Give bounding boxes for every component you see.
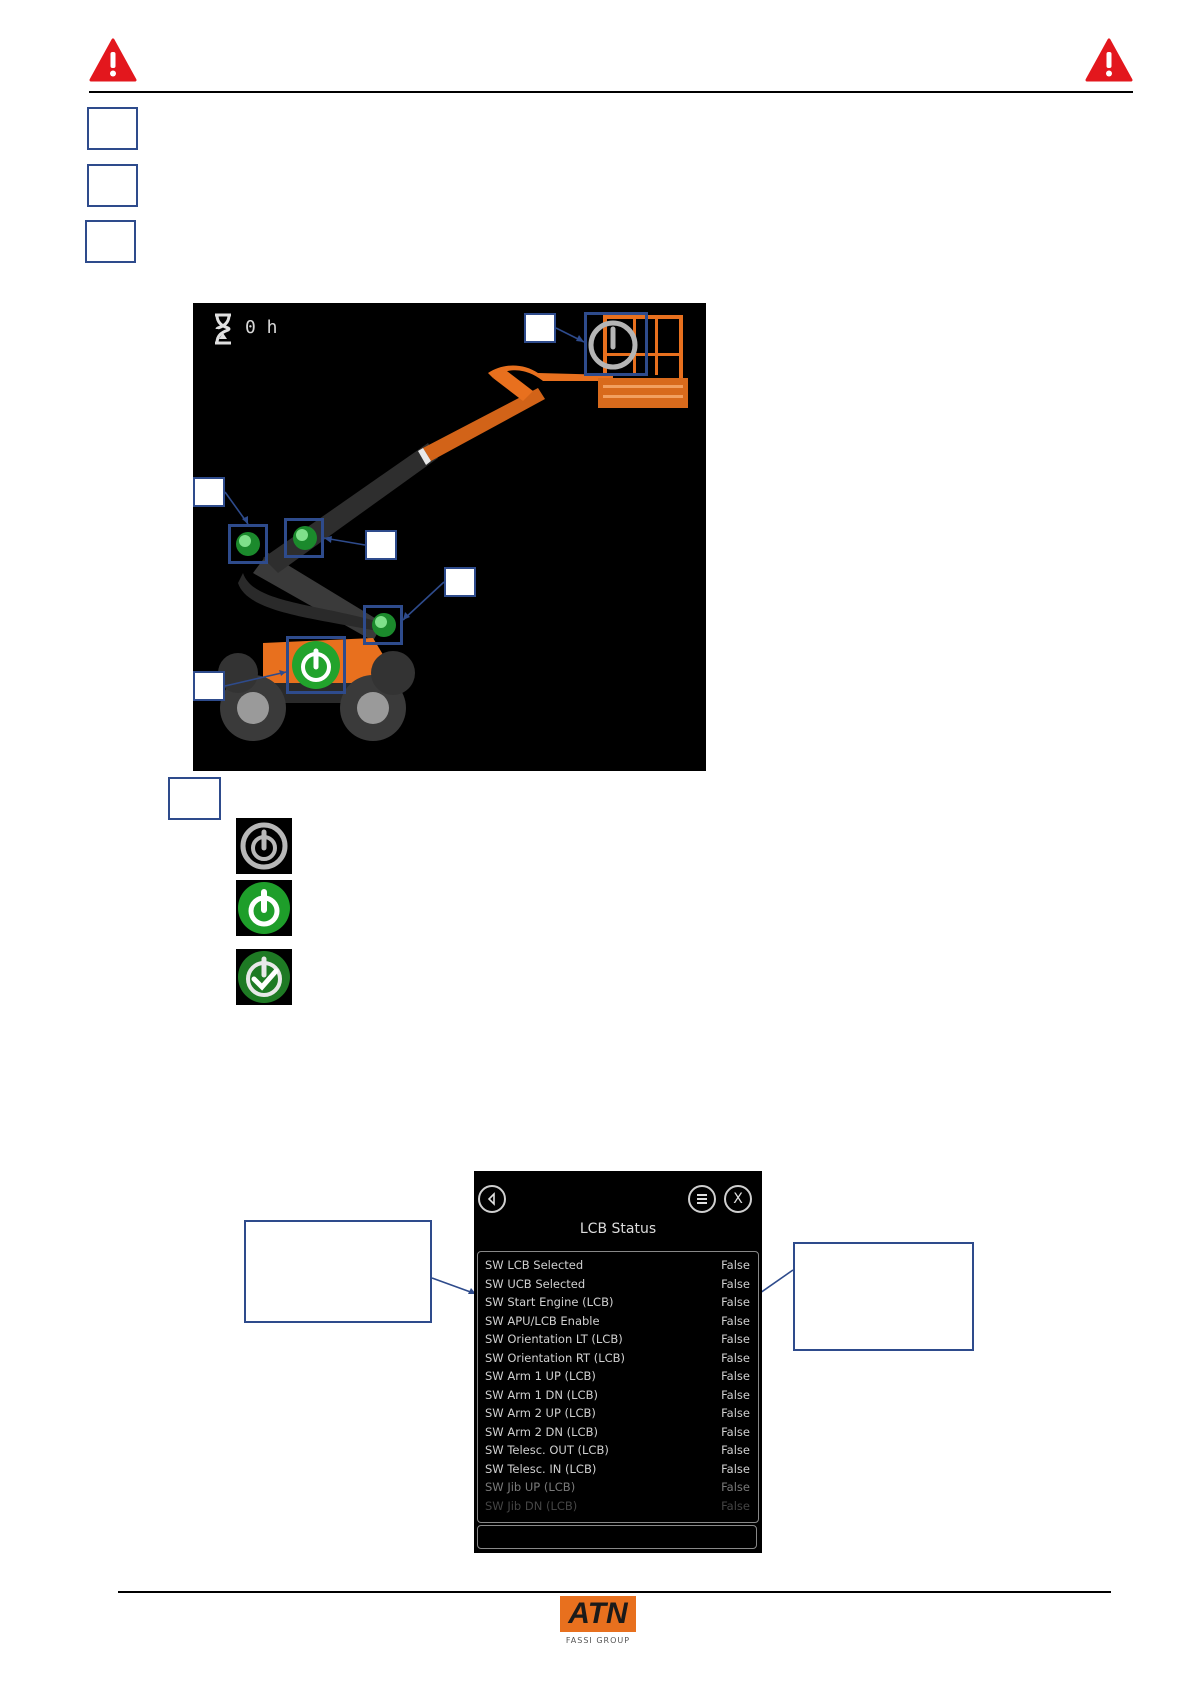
legend-power-green: [236, 880, 292, 936]
lcb-row-value: False: [721, 1332, 750, 1346]
power-gray-icon: [240, 822, 288, 870]
lcb-row: SW Jib UP (LCB) False: [485, 1480, 750, 1498]
lcb-row: SW Telesc. OUT (LCB) False: [485, 1443, 750, 1461]
lcb-row-label: SW Arm 2 UP (LCB): [485, 1406, 596, 1420]
lcb-row-label: SW Arm 1 UP (LCB): [485, 1369, 596, 1383]
hour-meter: 0 h: [245, 317, 278, 338]
machine-screen: 0 h: [193, 303, 706, 771]
footer-rule: [118, 1591, 1111, 1593]
lcb-row-label: SW Jib DN (LCB): [485, 1498, 578, 1513]
lcb-row: SW UCB Selected False: [485, 1277, 750, 1295]
lcb-row: SW Arm 2 UP (LCB) False: [485, 1406, 750, 1424]
lcb-row: SW Jib DN (LCB) False: [485, 1499, 750, 1517]
legend-box: [168, 777, 221, 820]
lcb-row-label: SW Telesc. OUT (LCB): [485, 1443, 609, 1457]
lcb-row-value: False: [721, 1276, 750, 1291]
legend-power-check: [236, 949, 292, 1005]
indicator-light-3: [372, 613, 396, 637]
marker-light-1: [228, 524, 268, 564]
lcb-row: SW Orientation LT (LCB) False: [485, 1332, 750, 1350]
power-green-icon: [238, 882, 290, 934]
warning-triangle-icon: [1085, 38, 1133, 82]
lcb-row: SW Orientation RT (LCB) False: [485, 1351, 750, 1369]
lcb-row-value: False: [721, 1498, 750, 1513]
callout-right-panel: [793, 1242, 974, 1351]
lcb-row: SW Arm 1 UP (LCB) False: [485, 1369, 750, 1387]
hourglass-icon: [215, 313, 231, 345]
lcb-row-value: False: [721, 1295, 750, 1309]
back-button[interactable]: [478, 1185, 506, 1213]
lcb-row-value: False: [721, 1406, 750, 1420]
menu-button[interactable]: [688, 1185, 716, 1213]
callout-light-1: [193, 477, 225, 507]
lcb-row-value: False: [721, 1424, 750, 1439]
callout-light-2: [365, 530, 397, 560]
step-box-3: [85, 220, 136, 263]
lcb-row-value: False: [721, 1480, 750, 1494]
marker-light-3: [363, 605, 403, 645]
logo-subtext: FASSI GROUP: [565, 1636, 631, 1645]
indicator-light-1: [236, 532, 260, 556]
warning-triangle-icon: [89, 38, 137, 82]
lcb-row-label: SW Arm 2 DN (LCB): [485, 1424, 598, 1439]
atn-logo: ATN FASSI GROUP: [548, 1596, 648, 1654]
header-rule: [89, 91, 1133, 93]
lcb-row-label: SW Orientation LT (LCB): [485, 1332, 623, 1346]
lcb-row-value: False: [721, 1387, 750, 1402]
callout-left-panel: [244, 1220, 432, 1323]
callout-basket: [524, 313, 556, 343]
power-gray-icon: [588, 320, 638, 370]
power-green-icon: [292, 641, 340, 689]
lcb-bottom-bar: [477, 1525, 757, 1549]
lcb-row-label: SW UCB Selected: [485, 1276, 586, 1291]
step-box-1: [87, 107, 138, 150]
lcb-row-label: SW Orientation RT (LCB): [485, 1350, 626, 1365]
menu-icon: [697, 1194, 707, 1204]
machine-illustration: [215, 313, 688, 741]
marker-chassis-power: [286, 636, 346, 694]
lcb-row-label: SW Telesc. IN (LCB): [485, 1461, 597, 1476]
lcb-row-label: SW Start Engine (LCB): [485, 1295, 614, 1309]
power-green-check-icon: [238, 951, 290, 1003]
lcb-row-label: SW APU/LCB Enable: [485, 1313, 600, 1328]
callout-chassis: [193, 671, 225, 701]
legend-power-gray: [236, 818, 292, 874]
lcb-row-value: False: [721, 1258, 750, 1272]
lcb-row: SW APU/LCB Enable False: [485, 1314, 750, 1332]
close-button[interactable]: X: [724, 1185, 752, 1213]
step-box-2: [87, 164, 138, 207]
lcb-row-value: False: [721, 1369, 750, 1383]
lcb-row: SW Arm 1 DN (LCB) False: [485, 1388, 750, 1406]
lcb-row: SW Telesc. IN (LCB) False: [485, 1462, 750, 1480]
logo-text: ATN: [560, 1596, 636, 1632]
lcb-row-value: False: [721, 1461, 750, 1476]
lcb-row-label: SW Jib UP (LCB): [485, 1480, 576, 1494]
back-arrow-icon: [487, 1192, 495, 1206]
lcb-row-label: SW Arm 1 DN (LCB): [485, 1387, 598, 1402]
indicator-light-2: [293, 526, 317, 550]
lcb-row-value: False: [721, 1313, 750, 1328]
lcb-row: SW Arm 2 DN (LCB) False: [485, 1425, 750, 1443]
callout-light-3: [444, 567, 476, 597]
lcb-title: LCB Status: [579, 1221, 657, 1237]
marker-light-2: [284, 518, 324, 558]
lcb-row-value: False: [721, 1350, 750, 1365]
marker-basket-power: [584, 312, 648, 376]
lcb-row-label: SW LCB Selected: [485, 1258, 584, 1272]
lcb-row: SW Start Engine (LCB) False: [485, 1295, 750, 1313]
lcb-row-value: False: [721, 1443, 750, 1457]
lcb-row: SW LCB Selected False: [485, 1258, 750, 1276]
